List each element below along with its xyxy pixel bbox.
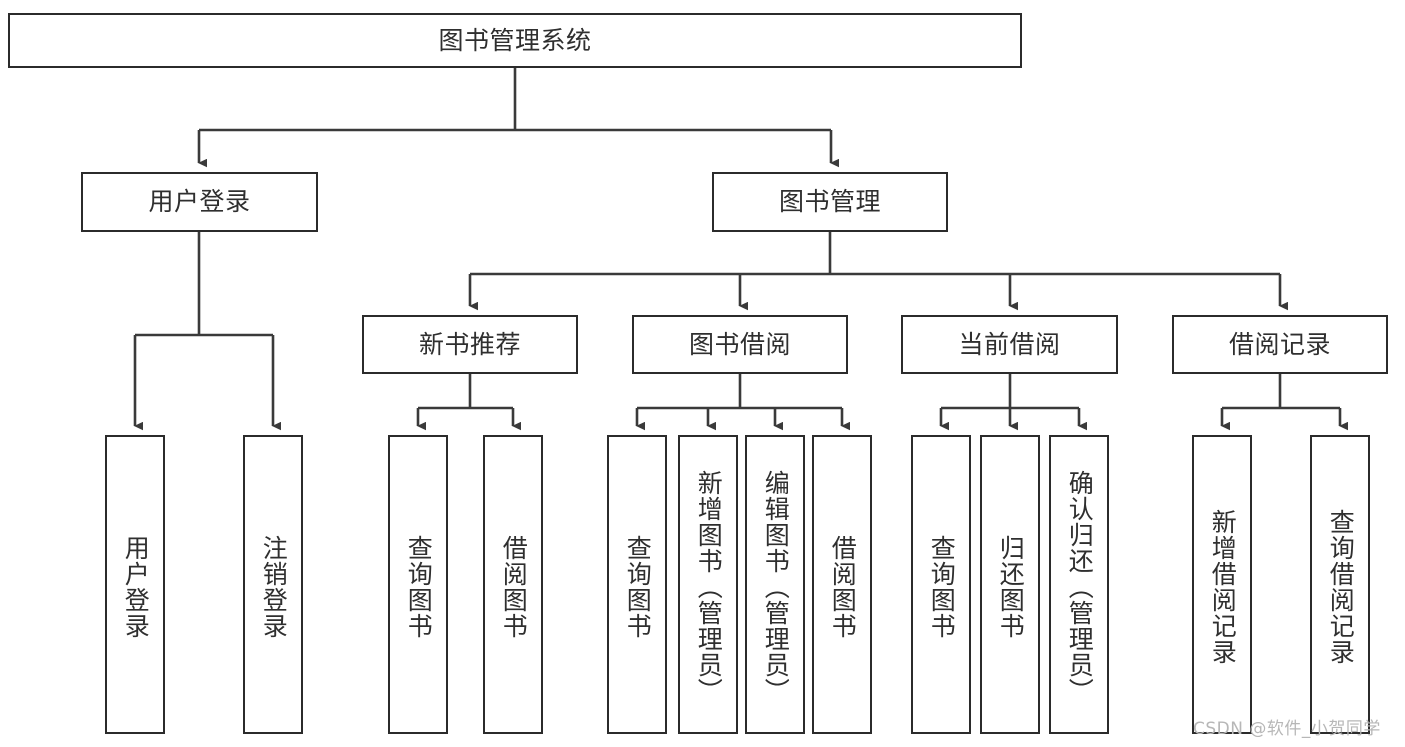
node-label: 图书管理系统 <box>438 25 592 55</box>
node-label: 新增借阅记录 <box>1208 508 1238 665</box>
leaf-edit-book-admin[interactable]: 编辑图书（管理员） <box>745 435 805 734</box>
node-label: 注销登录 <box>259 534 289 639</box>
leaf-query-book-recommend[interactable]: 查询图书 <box>388 435 448 734</box>
leaf-return-book[interactable]: 归还图书 <box>980 435 1040 734</box>
node-borrow-record[interactable]: 借阅记录 <box>1172 315 1388 374</box>
node-label: 新书推荐 <box>418 329 521 359</box>
node-label: 查询图书 <box>927 534 957 639</box>
leaf-logout[interactable]: 注销登录 <box>243 435 303 734</box>
node-label: 归还图书 <box>996 534 1026 639</box>
node-current-borrow[interactable]: 当前借阅 <box>901 315 1118 374</box>
node-label: 用户登录 <box>121 534 151 639</box>
node-label: 确认归还（管理员） <box>1065 469 1095 704</box>
node-label: 图书借阅 <box>688 329 791 359</box>
leaf-add-borrow-record[interactable]: 新增借阅记录 <box>1192 435 1252 734</box>
leaf-add-book-admin[interactable]: 新增图书（管理员） <box>678 435 738 734</box>
leaf-query-book-current[interactable]: 查询图书 <box>911 435 971 734</box>
node-label: 当前借阅 <box>958 329 1061 359</box>
node-label: 借阅记录 <box>1228 329 1331 359</box>
node-label: 编辑图书（管理员） <box>761 469 791 704</box>
node-label: 新增图书（管理员） <box>694 469 724 704</box>
node-label: 借阅图书 <box>499 534 529 639</box>
leaf-query-book-borrow[interactable]: 查询图书 <box>607 435 667 734</box>
node-label: 查询图书 <box>623 534 653 639</box>
node-label: 用户登录 <box>148 187 251 217</box>
leaf-confirm-return-admin[interactable]: 确认归还（管理员） <box>1049 435 1109 734</box>
node-root-book-management-system[interactable]: 图书管理系统 <box>8 13 1022 68</box>
leaf-query-borrow-record[interactable]: 查询借阅记录 <box>1310 435 1370 734</box>
node-book-borrow[interactable]: 图书借阅 <box>632 315 848 374</box>
watermark-text: CSDN @软件_小贺同学 <box>1193 719 1381 739</box>
node-user-login[interactable]: 用户登录 <box>81 172 318 232</box>
node-label: 查询借阅记录 <box>1326 508 1356 665</box>
node-label: 借阅图书 <box>828 534 858 639</box>
node-label: 图书管理 <box>778 187 881 217</box>
node-book-management[interactable]: 图书管理 <box>712 172 948 232</box>
node-label: 查询图书 <box>404 534 434 639</box>
leaf-borrow-book-recommend[interactable]: 借阅图书 <box>483 435 543 734</box>
leaf-borrow-book[interactable]: 借阅图书 <box>812 435 872 734</box>
node-new-book-recommend[interactable]: 新书推荐 <box>362 315 578 374</box>
leaf-user-login[interactable]: 用户登录 <box>105 435 165 734</box>
